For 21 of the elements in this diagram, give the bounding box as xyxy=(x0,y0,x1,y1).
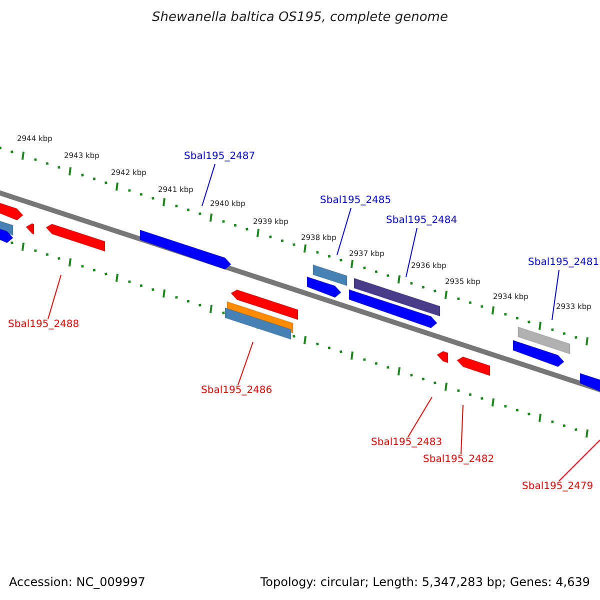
gene-label: Sbal195_2487 xyxy=(184,152,256,162)
leader-line xyxy=(202,164,216,206)
leader-line xyxy=(558,440,600,482)
footer-text: Topology: circular; Length: 5,347,283 bp; Genes: 4,639 xyxy=(260,576,590,588)
gene-label: Sbal195_2479 xyxy=(522,482,594,492)
title: Shewanella baltica OS195, complete genome xyxy=(151,11,449,24)
leader-line xyxy=(336,208,352,256)
gene-label: Sbal195_2483 xyxy=(371,438,442,448)
leader-line xyxy=(460,404,464,454)
gene-label: Sbal195_2486 xyxy=(201,386,272,396)
leader-line xyxy=(238,342,254,386)
leader-line xyxy=(48,274,62,320)
gene-label: Sbal195_2488 xyxy=(8,320,80,330)
leader-line xyxy=(406,228,418,278)
leader-line xyxy=(408,396,432,438)
leader-line xyxy=(552,270,560,320)
gene-label: Sbal195_2484 xyxy=(386,216,458,226)
gene-label: Sbal195_2481 xyxy=(528,258,600,268)
gene-label: Sbal195_2485 xyxy=(320,196,392,206)
footer-text: Accession: NC_009997 xyxy=(9,576,146,588)
gene-label: Sbal195_2482 xyxy=(423,455,494,465)
